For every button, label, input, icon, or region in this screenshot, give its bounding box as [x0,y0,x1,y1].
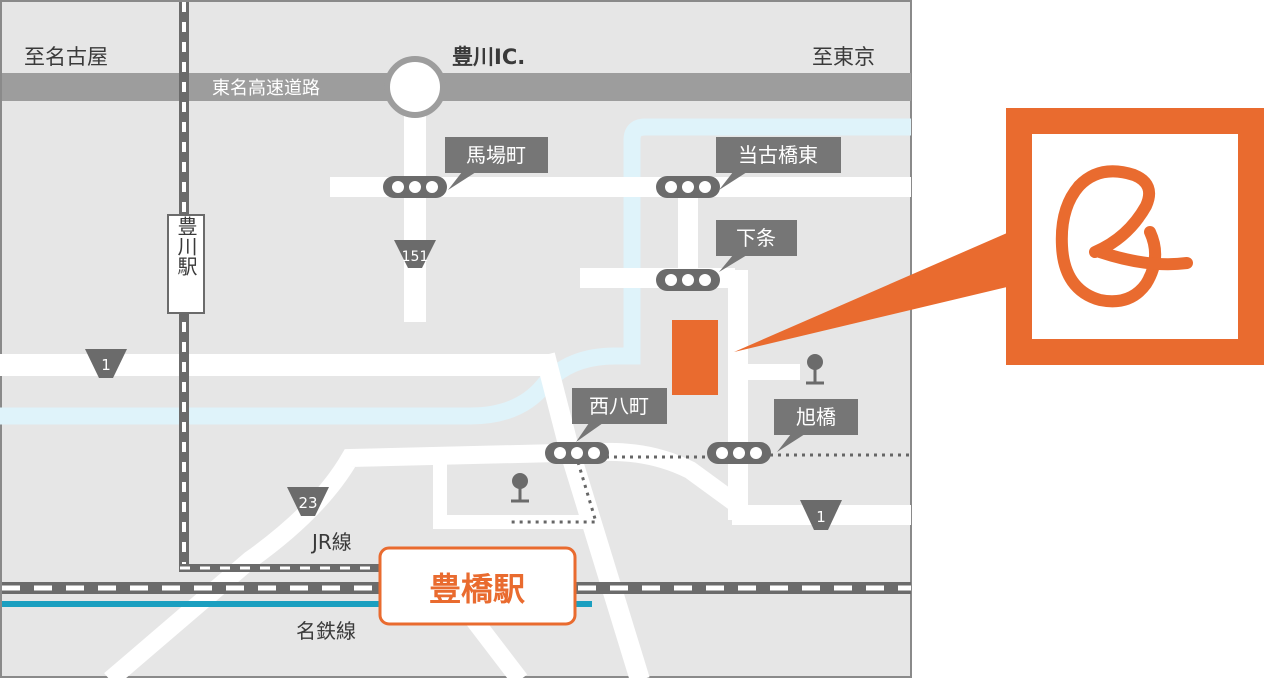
label-toyohashi-station: 豊橋駅 [429,570,525,608]
traffic-signal-icon [383,176,447,198]
svg-text:馬場町: 馬場町 [466,143,526,167]
label-jr-line: JR線 [310,530,352,554]
svg-text:23: 23 [298,494,317,512]
label-meitetsu-line: 名鉄線 [296,619,356,643]
traffic-signal-icon [656,176,720,198]
label-toyokawa-station: 豊川駅 [174,216,198,277]
destination-building [672,320,718,395]
toyokawa-station-box [167,214,205,314]
route-shield-23: 23 [287,487,329,516]
svg-text:当古橋東: 当古橋東 [738,143,818,167]
callout-asahibashi: 旭橋 [774,399,858,452]
label-to-tokyo: 至東京 [812,45,875,69]
svg-text:西八町: 西八町 [589,394,649,418]
river [0,118,911,425]
road-route23 [104,442,744,680]
label-toyokawa-ic: 豊川IC. [452,45,525,69]
dotted-paths [510,453,911,524]
logo-callout-box [1006,108,1264,365]
svg-text:旭橋: 旭橋 [796,405,836,429]
label-tomei-expressway: 東名高速道路 [212,78,320,99]
callout-shimojo: 下条 [716,220,797,272]
traffic-signal-icon [656,269,720,291]
callout-tokohashi-higashi: 当古橋東 [716,137,841,190]
route-shield-1-west: 1 [85,349,127,378]
road-loop [433,462,590,529]
route-shield-151: 151 [394,240,436,268]
map-pin-icon [806,354,824,385]
svg-text:1: 1 [101,356,111,374]
callout-nishi-hacchou: 西八町 [572,388,667,442]
callout-baba-cho: 馬場町 [445,137,548,190]
route-shield-1-east: 1 [800,500,842,530]
traffic-signal-icon [545,442,609,464]
meitetsu-line-track [2,601,592,607]
svg-text:下条: 下条 [736,226,776,250]
label-to-nagoya: 至名古屋 [24,45,108,69]
svg-text:151: 151 [402,249,429,265]
traffic-signal-icon [707,442,771,464]
toyokawa-ic-circle [384,56,446,118]
toyohashi-station: 豊橋駅 [378,546,577,626]
svg-text:1: 1 [816,508,826,526]
map-pin-icon [511,473,529,503]
orange-logo-mark-icon [1055,165,1193,308]
callout-pointer [734,233,1007,352]
tomei-expressway-band [2,73,911,101]
